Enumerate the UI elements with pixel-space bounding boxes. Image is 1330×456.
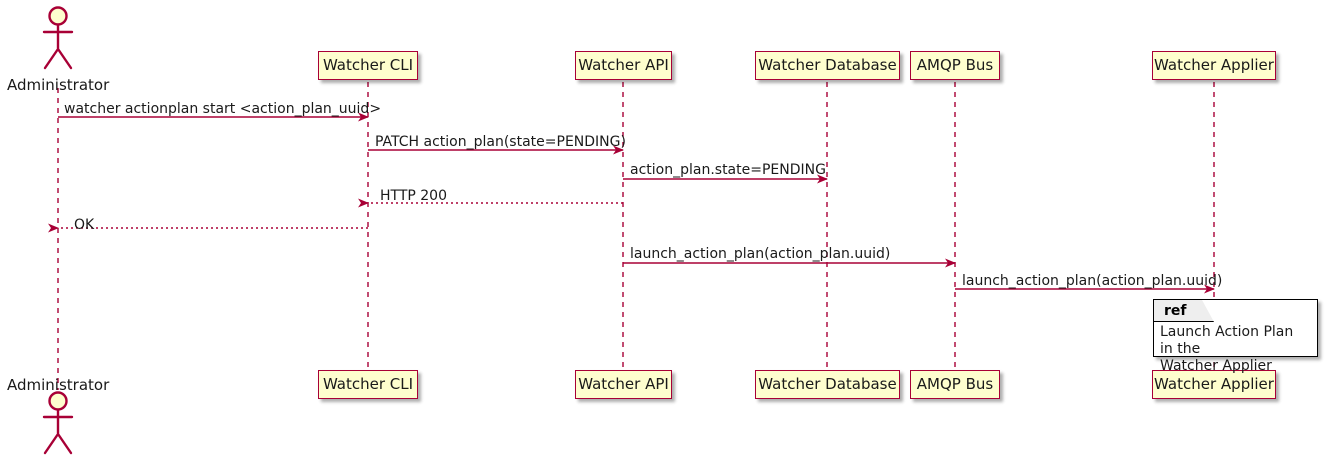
participant-watcher-cli-top[interactable]: Watcher CLI (318, 51, 418, 80)
participant-watcher-database-bottom[interactable]: Watcher Database (755, 370, 900, 399)
participant-watcher-database-top[interactable]: Watcher Database (755, 51, 900, 80)
message-label-5: OK (74, 217, 95, 233)
ref-fragment-tab (1154, 300, 1214, 322)
participant-watcher-api-top[interactable]: Watcher API (575, 51, 672, 80)
actor-figure-administrator-bottom (42, 391, 74, 455)
participant-watcher-applier-top[interactable]: Watcher Applier (1152, 51, 1276, 80)
participant-watcher-cli-bottom[interactable]: Watcher CLI (318, 370, 418, 399)
message-label-1: watcher actionplan start <action_plan_uu… (64, 101, 382, 117)
actor-label-administrator-bottom: Administrator (7, 376, 110, 394)
ref-fragment: ref Launch Action Plan in the Watcher Ap… (1153, 299, 1318, 374)
message-label-4: HTTP 200 (380, 188, 447, 204)
ref-fragment-body-line-1: Launch Action Plan in the (1160, 324, 1294, 357)
arrows-group (48, 112, 1215, 294)
participant-watcher-applier-bottom[interactable]: Watcher Applier (1152, 370, 1276, 399)
message-label-3: action_plan.state=PENDING (630, 162, 826, 178)
actor-label-administrator-top: Administrator (7, 76, 110, 94)
message-label-6: launch_action_plan(action_plan.uuid) (630, 246, 891, 262)
message-label-7: launch_action_plan(action_plan.uuid) (962, 273, 1223, 289)
ref-fragment-body-line-2: Watcher Applier (1160, 358, 1272, 374)
actor-figure-administrator-top (42, 6, 74, 70)
participant-amqp-bus-bottom[interactable]: AMQP Bus (910, 370, 1000, 399)
actor-figures-group (42, 6, 74, 455)
participant-watcher-api-bottom[interactable]: Watcher API (575, 370, 672, 399)
ref-fragment-tab-label: ref (1164, 303, 1187, 319)
ref-fragment-body: Launch Action Plan in the Watcher Applie… (1160, 324, 1310, 375)
message-label-2: PATCH action_plan(state=PENDING) (375, 134, 626, 150)
participant-amqp-bus-top[interactable]: AMQP Bus (910, 51, 1000, 80)
lifelines-group (57, 82, 1215, 390)
